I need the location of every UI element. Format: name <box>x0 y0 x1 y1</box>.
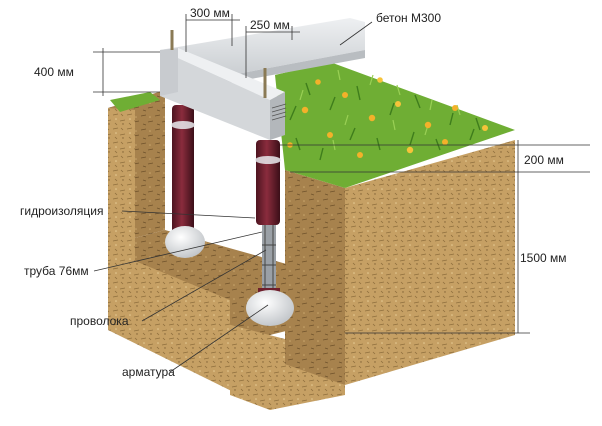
concrete-beam <box>160 18 365 140</box>
label-waterproofing: гидроизоляция <box>20 204 103 218</box>
grass-top <box>275 62 515 188</box>
callout-leaders <box>93 210 269 373</box>
pile-base-right <box>246 290 294 326</box>
label-pipe: труба 76мм <box>24 264 89 278</box>
pile-left <box>165 105 205 258</box>
label-dim-200: 200 мм <box>524 153 564 167</box>
pile-pipe-right <box>256 140 280 225</box>
dimension-lines <box>93 14 590 334</box>
label-dim-1500: 1500 мм <box>520 251 567 265</box>
pile-base-left <box>165 226 205 258</box>
pile-pipe-left <box>172 105 194 235</box>
label-rebar: арматура <box>122 365 175 379</box>
label-dim-250: 250 мм <box>250 18 290 32</box>
label-concrete-grade: бетон М300 <box>376 11 441 25</box>
label-dim-400: 400 мм <box>34 65 74 79</box>
label-wire: проволока <box>70 314 129 328</box>
soil-block <box>108 62 515 410</box>
pile-right <box>246 140 294 326</box>
label-dim-300: 300 мм <box>190 6 230 20</box>
